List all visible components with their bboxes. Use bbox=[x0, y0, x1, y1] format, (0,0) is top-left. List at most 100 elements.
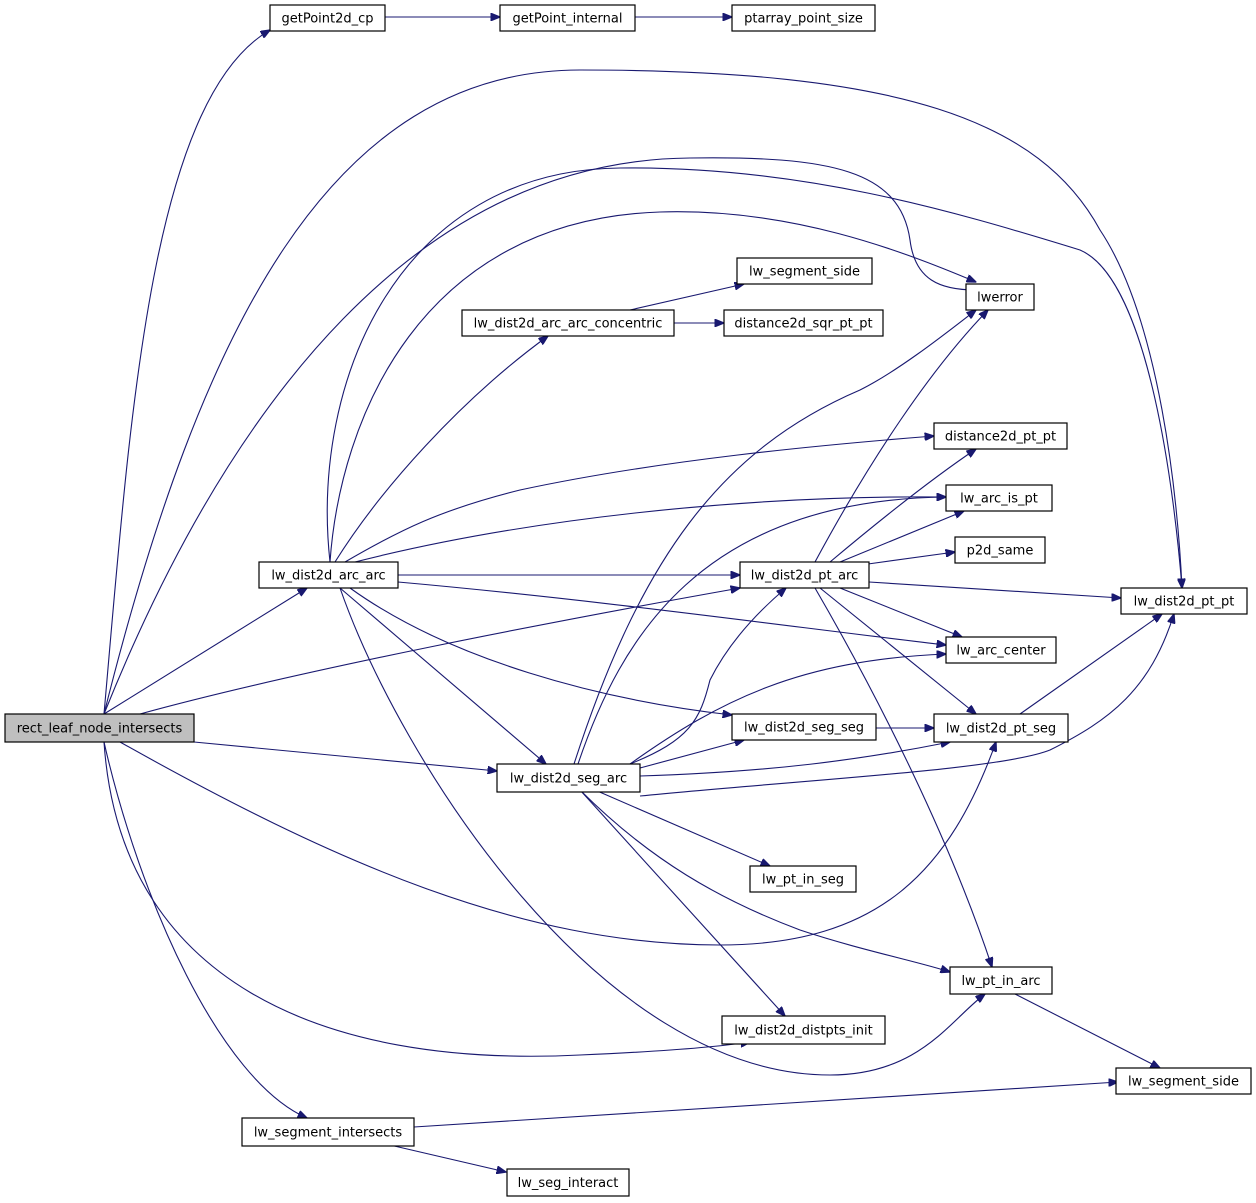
edge-segment_intersects-to-lw_seg_interact bbox=[389, 1144, 506, 1172]
node-lw-arc-is-pt[interactable]: lw_arc_is_pt bbox=[945, 484, 1053, 512]
node-label: distance2d_sqr_pt_pt bbox=[734, 317, 872, 332]
edge-seg_arc-to-lwerror bbox=[573, 310, 976, 765]
node-lw-seg-interact[interactable]: lw_seg_interact bbox=[506, 1168, 630, 1197]
node-label: p2d_same bbox=[967, 544, 1034, 559]
edge-pt_arc-to-lw_dist2d_pt_pt bbox=[868, 581, 1121, 598]
node-lw-dist2d-seg-arc[interactable]: lw_dist2d_seg_arc bbox=[496, 763, 641, 793]
edge-rect-to-lw_segment_intersects bbox=[103, 741, 307, 1118]
edge-seg_arc-to-lw_arc_center bbox=[629, 654, 946, 765]
node-label: lw_pt_in_arc bbox=[961, 974, 1040, 989]
node-label: lw_segment_side bbox=[749, 265, 860, 280]
node-box[interactable] bbox=[506, 1168, 630, 1197]
edge-rect-to-getPoint2d_cp bbox=[103, 30, 270, 715]
edge-seg_arc-to-lw_arc_is_pt bbox=[577, 497, 946, 765]
edge-arc_arc-to-lw_dist2d_seg_seg bbox=[349, 587, 732, 715]
edge-seg_arc-to-lw_dist2d_pt_pt bbox=[639, 614, 1174, 797]
edge-seg_arc-to-lw_pt_in_seg bbox=[594, 789, 770, 866]
edge-rect-to-lw_dist2d_distpts_init bbox=[103, 741, 750, 1057]
node-getPoint-internal[interactable]: getPoint_internal bbox=[499, 4, 636, 32]
node-label: lw_dist2d_seg_seg bbox=[744, 721, 864, 736]
node-box[interactable] bbox=[731, 713, 877, 741]
node-lw-dist2d-seg-seg[interactable]: lw_dist2d_seg_seg bbox=[731, 713, 877, 741]
node-box[interactable] bbox=[749, 865, 857, 893]
node-box[interactable] bbox=[4, 713, 195, 743]
edge-pt_arc-to-lwerror bbox=[814, 310, 988, 563]
edge-rect-to-lwerror bbox=[103, 157, 976, 715]
node-box[interactable] bbox=[723, 309, 884, 337]
node-box[interactable] bbox=[461, 309, 675, 337]
node-label: getPoint2d_cp bbox=[281, 12, 373, 27]
node-distance2d-sqr-pt-pt[interactable]: distance2d_sqr_pt_pt bbox=[723, 309, 884, 337]
edge-rect-to-lw_dist2d_pt_arc bbox=[139, 588, 740, 715]
node-box[interactable] bbox=[1115, 1067, 1252, 1095]
node-lw-pt-in-seg[interactable]: lw_pt_in_seg bbox=[749, 865, 857, 893]
node-box[interactable] bbox=[499, 4, 636, 32]
edge-rect-to-lw_dist2d_arc_arc bbox=[103, 588, 307, 715]
node-box[interactable] bbox=[933, 422, 1068, 450]
node-label: lw_dist2d_pt_pt bbox=[1134, 595, 1235, 610]
edge-concentric-to-lw_segment_side bbox=[629, 284, 744, 311]
node-distance2d-pt-pt[interactable]: distance2d_pt_pt bbox=[933, 422, 1068, 450]
node-lw-dist2d-arc-arc[interactable]: lw_dist2d_arc_arc bbox=[258, 561, 399, 589]
edge-pt_arc-to-distance2d_pt_pt bbox=[829, 449, 976, 563]
edge-pt_arc-to-p2d_same bbox=[867, 552, 955, 565]
edge-rect-to-lw_dist2d_seg_arc bbox=[193, 741, 497, 771]
edge-pt_arc-to-lw_arc_center bbox=[839, 587, 962, 637]
node-getPoint2d-cp[interactable]: getPoint2d_cp bbox=[269, 4, 386, 32]
edge-pt_arc-to-lw_arc_is_pt bbox=[839, 511, 964, 563]
node-label: lw_dist2d_pt_arc bbox=[751, 569, 859, 584]
node-box[interactable] bbox=[954, 536, 1046, 564]
node-label: rect_leaf_node_intersects bbox=[17, 722, 183, 737]
node-lwerror[interactable]: lwerror bbox=[965, 283, 1035, 311]
node-box[interactable] bbox=[949, 966, 1053, 995]
node-ptarray-point-size[interactable]: ptarray_point_size bbox=[731, 4, 876, 32]
node-label: lw_dist2d_distpts_init bbox=[734, 1024, 872, 1039]
node-label: lw_dist2d_seg_arc bbox=[510, 772, 627, 787]
edge-pt_in_arc-to-lw_segment_side bbox=[1014, 993, 1160, 1068]
node-label: lw_dist2d_pt_seg bbox=[946, 722, 1056, 737]
node-box[interactable] bbox=[721, 1015, 886, 1045]
node-lw-segment-intersects[interactable]: lw_segment_intersects bbox=[241, 1117, 415, 1147]
node-label: lw_arc_is_pt bbox=[960, 492, 1038, 507]
node-box[interactable] bbox=[241, 1117, 415, 1147]
node-p2d-same[interactable]: p2d_same bbox=[954, 536, 1046, 564]
edge-arc_arc-to-lw_arc_is_pt bbox=[354, 497, 946, 563]
node-box[interactable] bbox=[933, 713, 1069, 743]
edge-arc_arc-to-lw_dist2d_arc_arc_concentric bbox=[334, 336, 548, 563]
node-lw-pt-in-arc[interactable]: lw_pt_in_arc bbox=[949, 966, 1053, 995]
node-label: ptarray_point_size bbox=[744, 12, 863, 27]
node-box[interactable] bbox=[496, 763, 641, 793]
edge-arc_arc-to-lw_pt_in_arc bbox=[339, 587, 985, 1076]
edge-arc_arc-to-distance2d_pt_pt bbox=[344, 436, 934, 563]
node-lw-dist2d-distpts-init[interactable]: lw_dist2d_distpts_init bbox=[721, 1015, 886, 1045]
node-box[interactable] bbox=[965, 283, 1035, 311]
node-label: lw_dist2d_arc_arc_concentric bbox=[474, 317, 663, 332]
node-lw-segment-side-bottom[interactable]: lw_segment_side bbox=[1115, 1067, 1252, 1095]
node-lw-dist2d-arc-arc-concentric[interactable]: lw_dist2d_arc_arc_concentric bbox=[461, 309, 675, 337]
node-lw-dist2d-pt-seg[interactable]: lw_dist2d_pt_seg bbox=[933, 713, 1069, 743]
edge-segment_intersects-to-lw_segment_side bbox=[413, 1082, 1118, 1128]
node-box[interactable] bbox=[269, 4, 386, 32]
node-label: lw_segment_intersects bbox=[254, 1126, 403, 1141]
edge-seg_arc-to-lw_dist2d_seg_seg bbox=[639, 740, 744, 769]
call-nodes: rect_leaf_node_intersects getPoint2d_cp ge… bbox=[4, 4, 1252, 1197]
node-rect-leaf-node-intersects[interactable]: rect_leaf_node_intersects bbox=[4, 713, 195, 743]
node-label: lw_pt_in_seg bbox=[762, 873, 844, 888]
node-box[interactable] bbox=[1120, 587, 1248, 615]
node-lw-segment-side-top[interactable]: lw_segment_side bbox=[736, 257, 873, 285]
node-lw-dist2d-pt-pt[interactable]: lw_dist2d_pt_pt bbox=[1120, 587, 1248, 615]
node-box[interactable] bbox=[945, 636, 1057, 664]
node-label: lwerror bbox=[977, 291, 1023, 306]
edge-seg_arc-to-lw_pt_in_arc bbox=[579, 789, 950, 972]
edge-seg_arc-to-lw_dist2d_pt_seg bbox=[639, 742, 950, 777]
node-lw-dist2d-pt-arc[interactable]: lw_dist2d_pt_arc bbox=[739, 561, 870, 589]
node-box[interactable] bbox=[945, 484, 1053, 512]
edge-rect-to-lw_dist2d_pt_seg bbox=[119, 742, 996, 946]
node-lw-arc-center[interactable]: lw_arc_center bbox=[945, 636, 1057, 664]
node-box[interactable] bbox=[258, 561, 399, 589]
node-box[interactable] bbox=[736, 257, 873, 285]
node-label: lw_seg_interact bbox=[518, 1176, 619, 1191]
node-box[interactable] bbox=[731, 4, 876, 32]
node-box[interactable] bbox=[739, 561, 870, 589]
